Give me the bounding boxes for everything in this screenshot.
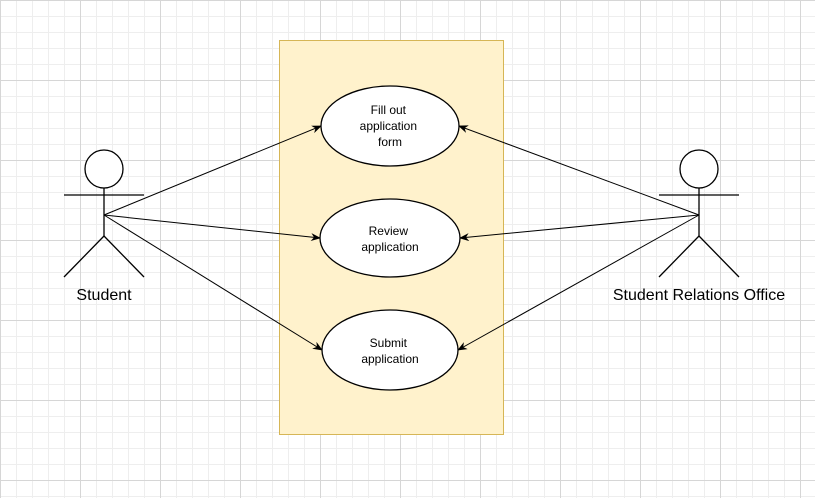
arrow-student-fill-form[interactable] xyxy=(103,125,322,216)
usecase-submit[interactable]: Submit application xyxy=(321,309,459,391)
usecase-submit-label: Submit application xyxy=(361,336,418,366)
actor-student-head xyxy=(84,149,124,189)
actor-office-right-leg xyxy=(698,235,740,278)
office-associations xyxy=(457,125,700,351)
usecase-review-shape xyxy=(319,198,461,278)
usecase-fill-form[interactable]: Fill out application form xyxy=(320,85,460,167)
usecase-fill-form-label: Fill out application form xyxy=(360,103,421,149)
arrow-student-review[interactable] xyxy=(103,214,321,242)
usecase-review[interactable]: Review application xyxy=(319,198,461,278)
student-associations xyxy=(103,125,323,351)
actor-student-left-leg xyxy=(63,235,105,278)
usecase-review-line-2: application xyxy=(361,240,418,254)
actor-office-head xyxy=(679,149,719,189)
arrow-office-submit[interactable] xyxy=(457,214,700,351)
arrow-office-fill-form[interactable] xyxy=(458,125,700,216)
arrow-office-review[interactable] xyxy=(459,214,700,242)
usecase-review-line-1: Review xyxy=(369,224,409,238)
usecase-fill-form-line-2: application xyxy=(360,119,417,133)
actor-office-label: Student Relations Office xyxy=(613,287,785,304)
actor-office[interactable] xyxy=(658,149,740,278)
usecase-submit-shape xyxy=(321,309,459,391)
usecase-review-label: Review application xyxy=(361,224,418,254)
actor-student[interactable] xyxy=(63,149,145,278)
actor-student-label: Student xyxy=(76,287,132,304)
usecase-submit-line-1: Submit xyxy=(370,336,408,350)
arrow-student-submit[interactable] xyxy=(103,214,323,351)
usecase-fill-form-shape xyxy=(320,85,460,167)
usecase-fill-form-line-3: form xyxy=(378,135,402,149)
actor-student-right-leg xyxy=(103,235,145,278)
usecase-fill-form-line-1: Fill out xyxy=(371,103,407,117)
actor-office-left-leg xyxy=(658,235,700,278)
usecase-submit-line-2: application xyxy=(361,352,418,366)
